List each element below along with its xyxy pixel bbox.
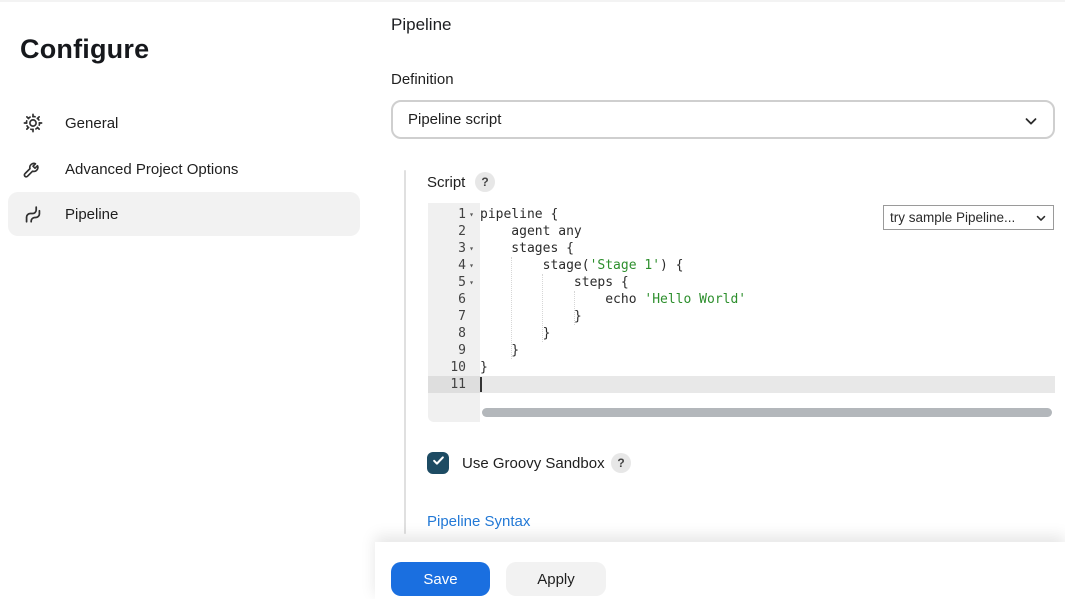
code-line: pipeline { [480, 207, 559, 222]
sidebar-item-label: Advanced Project Options [65, 160, 239, 178]
editor-code-area[interactable]: pipeline { agent any stages { stage('Sta… [480, 203, 1055, 422]
sidebar-item-general[interactable]: General [8, 101, 360, 145]
gutter-line-number: 5▾ [428, 274, 480, 291]
wrench-icon [22, 158, 44, 180]
script-label: Script [427, 174, 466, 191]
gutter-line-number: 10 [450, 360, 466, 375]
fold-toggle-icon[interactable]: ▾ [469, 278, 474, 287]
gutter-line-number: 2 [458, 224, 466, 239]
chevron-down-icon [1034, 211, 1048, 228]
sidebar-item-advanced-project-options[interactable]: Advanced Project Options [8, 147, 360, 191]
chevron-down-icon [1022, 112, 1040, 135]
use-groovy-sandbox-label: Use Groovy Sandbox [462, 455, 605, 472]
code-line: } [480, 360, 488, 375]
code-line: } [480, 343, 520, 358]
section-indent-bar [404, 170, 406, 534]
gutter-line-number: 11 [428, 376, 480, 393]
sidebar-item-label: Pipeline [65, 205, 119, 223]
gutter-line-number: 7 [458, 309, 466, 324]
definition-label: Definition [391, 71, 454, 88]
gutter-line-number: 1▾ [428, 206, 480, 223]
indent-guide [511, 257, 512, 359]
fold-toggle-icon[interactable]: ▾ [469, 210, 474, 219]
code-line: stage('Stage 1') { [480, 258, 684, 273]
fold-toggle-icon[interactable]: ▾ [469, 261, 474, 270]
definition-selected-value: Pipeline script [408, 111, 502, 128]
page-title: Configure [20, 34, 150, 64]
gear-icon [22, 112, 44, 134]
code-line: } [480, 326, 551, 341]
script-help-button[interactable]: ? [475, 172, 495, 192]
editor-horizontal-scrollbar[interactable] [482, 408, 1052, 417]
use-groovy-sandbox-checkbox[interactable] [427, 452, 449, 474]
gutter-line-number: 6 [458, 292, 466, 307]
section-title: Pipeline [391, 15, 452, 34]
code-line: stages { [480, 241, 574, 256]
code-line: agent any [480, 224, 582, 239]
code-line: echo 'Hello World' [480, 292, 747, 307]
indent-guide [542, 274, 543, 342]
pipeline-syntax-link[interactable]: Pipeline Syntax [427, 513, 531, 530]
checkmark-icon [431, 453, 446, 473]
try-sample-selected-value: try sample Pipeline... [890, 210, 1016, 225]
code-line: } [480, 309, 582, 324]
bottom-app-bar: Save Apply [375, 542, 1065, 599]
gutter-line-number: 4▾ [428, 257, 480, 274]
sandbox-help-button[interactable]: ? [611, 453, 631, 473]
pipeline-icon [22, 203, 44, 225]
sidebar-item-pipeline[interactable]: Pipeline [8, 192, 360, 236]
code-line: steps { [480, 275, 629, 290]
sidebar-item-label: General [65, 114, 119, 132]
gutter-line-number: 3▾ [428, 240, 480, 257]
definition-select[interactable]: Pipeline script [391, 100, 1055, 139]
gutter-line-number: 9 [458, 343, 466, 358]
code-line [480, 376, 1055, 393]
indent-guide [574, 291, 575, 325]
apply-button[interactable]: Apply [506, 562, 606, 596]
gutter-line-number: 8 [458, 326, 466, 341]
save-button[interactable]: Save [391, 562, 490, 596]
try-sample-pipeline-select[interactable]: try sample Pipeline... [883, 205, 1054, 230]
fold-toggle-icon[interactable]: ▾ [469, 244, 474, 253]
